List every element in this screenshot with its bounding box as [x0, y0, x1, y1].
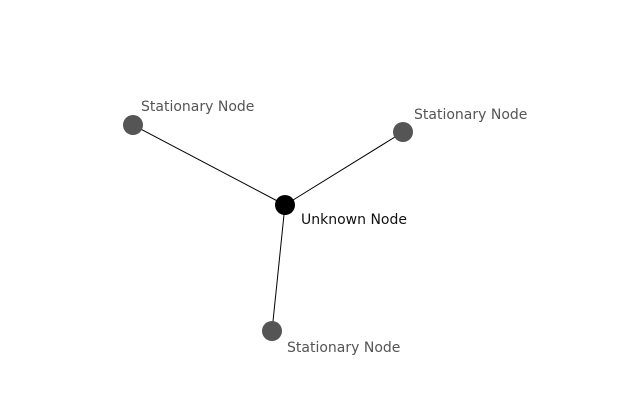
stationary-node-bottom-label: Stationary Node — [287, 340, 400, 356]
edge-stationary-bottom-to-unknown — [271, 204, 286, 332]
unknown-node-label: Unknown Node — [301, 212, 407, 228]
stationary-node-left — [123, 115, 143, 135]
stationary-node-right-label: Stationary Node — [414, 107, 527, 123]
stationary-node-left-label: Stationary Node — [141, 99, 254, 115]
unknown-node — [275, 195, 295, 215]
edge-stationary-right-to-unknown — [284, 131, 404, 206]
stationary-node-right — [393, 122, 413, 142]
edge-stationary-left-to-unknown — [132, 124, 286, 206]
stationary-node-bottom — [262, 321, 282, 341]
